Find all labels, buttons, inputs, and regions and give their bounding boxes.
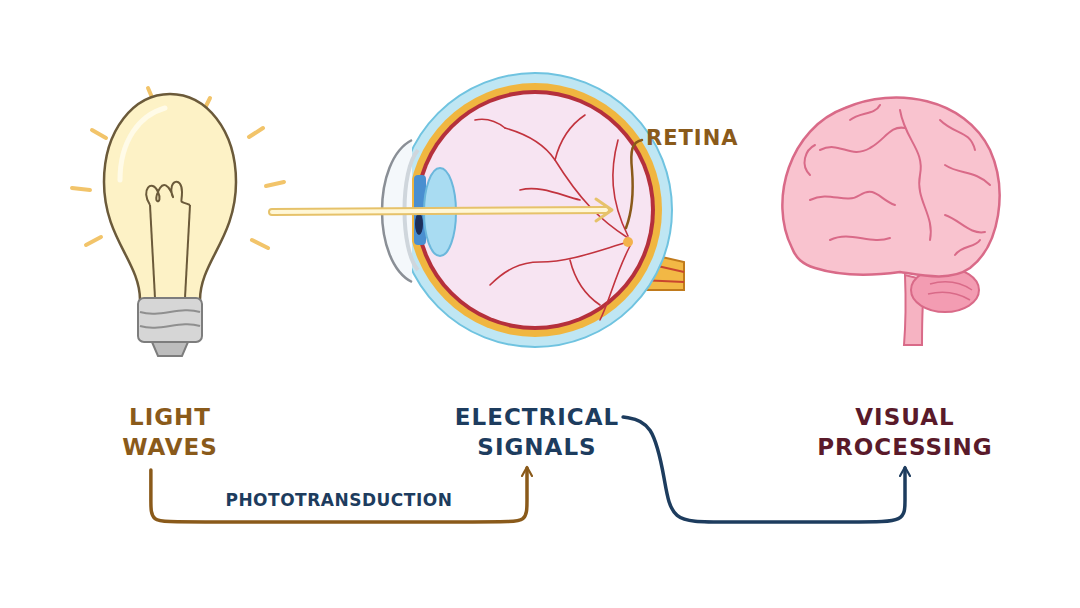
stage-label: LIGHT WAVES bbox=[122, 402, 218, 462]
flow-arrow bbox=[151, 468, 527, 522]
brain-illustration bbox=[782, 98, 999, 345]
text-node: VISUAL PROCESSING bbox=[817, 402, 993, 462]
light-beam bbox=[272, 199, 612, 221]
leader-line bbox=[626, 140, 642, 228]
bulb-base bbox=[138, 298, 202, 356]
blood-vessels bbox=[475, 115, 630, 320]
stage-label: ELECTRICAL SIGNALS bbox=[455, 402, 619, 462]
edge-label: PHOTOTRANSDUCTION bbox=[221, 490, 456, 510]
stage-label: VISUAL PROCESSING bbox=[817, 402, 993, 462]
flow-arrow bbox=[623, 417, 905, 522]
cerebrum bbox=[782, 98, 999, 277]
text-node: LIGHT WAVES bbox=[122, 402, 218, 462]
bulb-glass bbox=[104, 94, 236, 300]
bulb-highlight bbox=[120, 108, 165, 180]
part-label: RETINA bbox=[646, 126, 738, 150]
bulb-filament bbox=[146, 182, 190, 298]
text-node: ELECTRICAL SIGNALS bbox=[455, 402, 619, 462]
